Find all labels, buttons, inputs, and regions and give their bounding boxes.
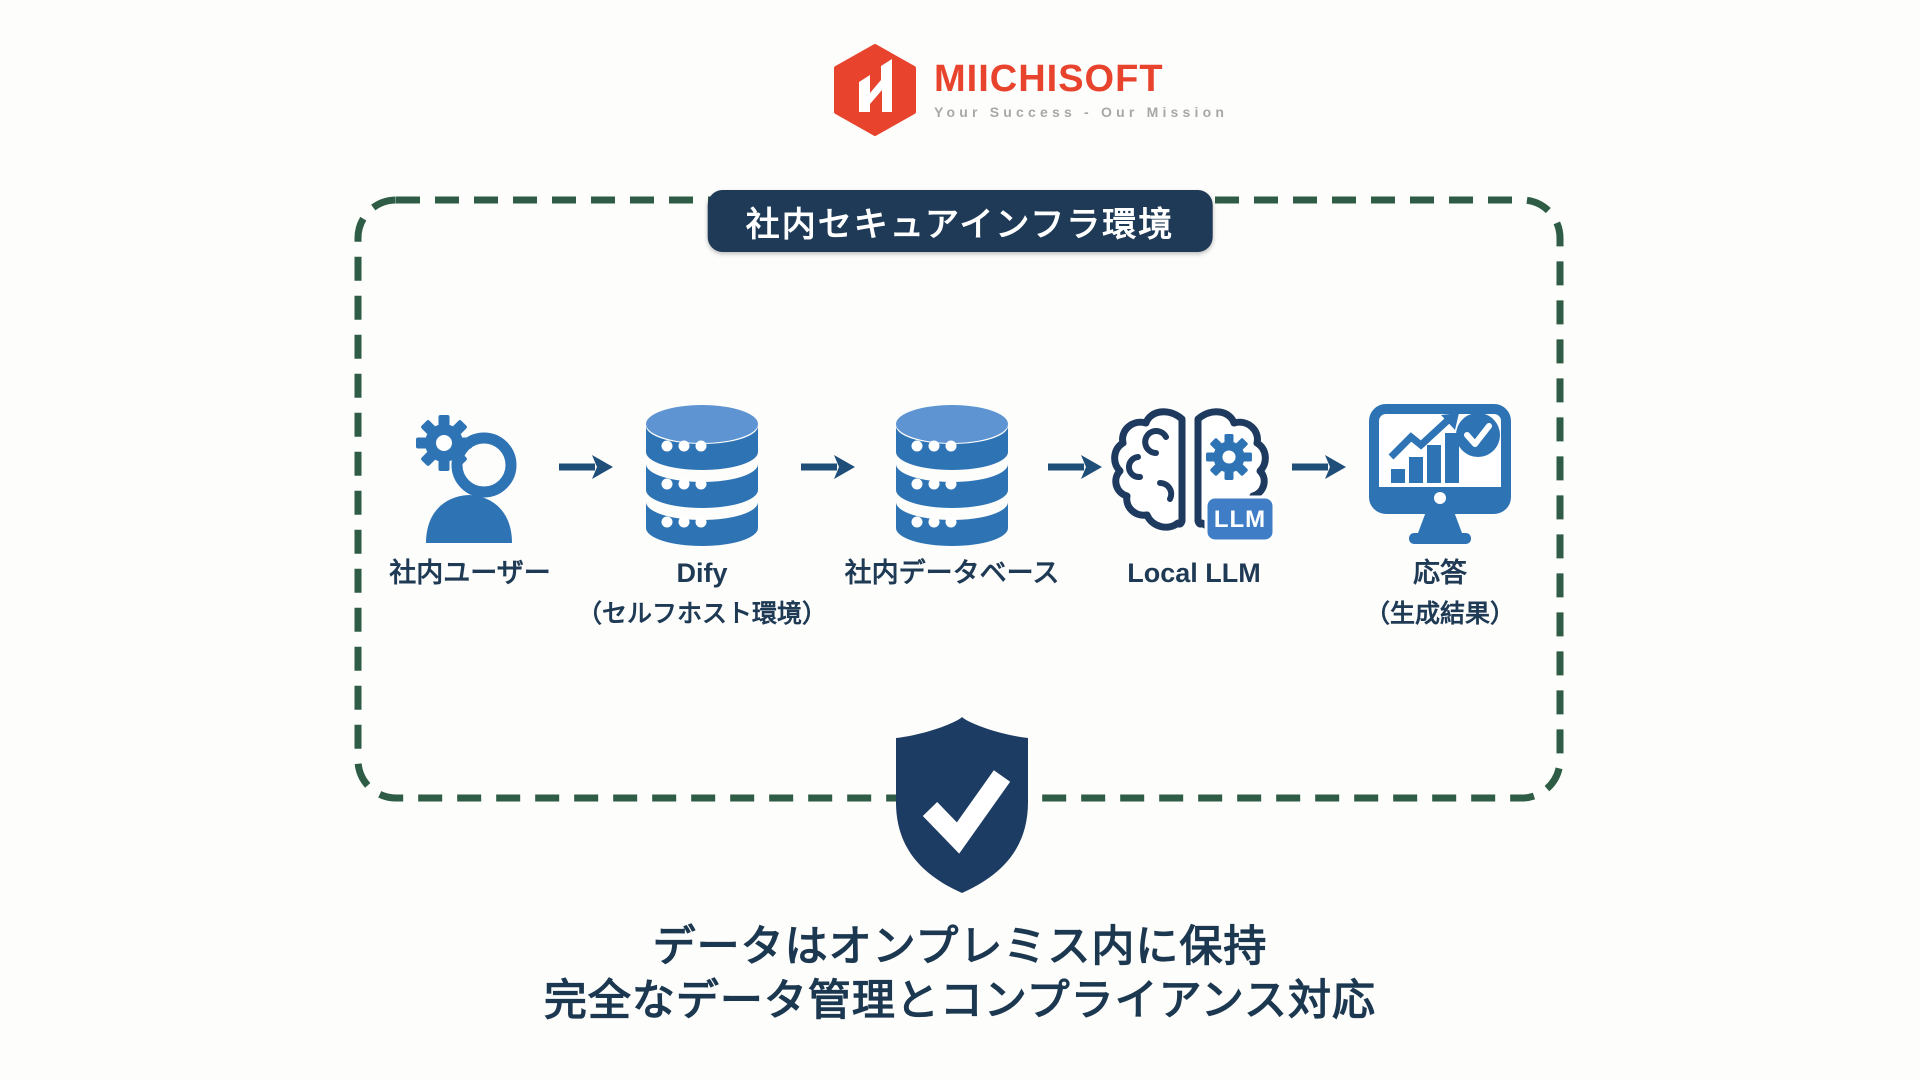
miichisoft-logo: MIICHISOFT Your Success - Our Mission [833, 44, 1228, 136]
footer-line1: データはオンプレミス内に保持 [652, 923, 1268, 971]
flow-arrow-icon [559, 455, 613, 479]
node-label: Dify [676, 558, 728, 588]
shield-check-icon [896, 717, 1028, 893]
flow-node-local-llm: LLM Local LLM [1054, 396, 1334, 589]
node-sublabel: （セルフホスト環境） [576, 600, 827, 629]
flow-node-response: 応答 （生成結果） [1300, 396, 1580, 630]
miichisoft-logo-mark-icon [834, 44, 916, 136]
monitor-check-icon [1365, 396, 1515, 551]
flow-node-user: 社内ユーザー [330, 396, 610, 589]
flow-node-dify: Dify （セルフホスト環境） [562, 396, 842, 630]
node-label: 応答 [1413, 558, 1467, 588]
user-gear-icon [402, 396, 538, 551]
secure-zone-title: 社内セキュアインフラ環境 [707, 190, 1213, 252]
node-label: 社内データベース [844, 558, 1060, 588]
llm-badge-label: LLM [1214, 506, 1266, 533]
database-icon [892, 396, 1012, 551]
flow-arrow-icon [801, 455, 855, 479]
node-sublabel: （生成結果） [1364, 600, 1515, 629]
brain-llm-icon: LLM [1110, 396, 1278, 551]
brand-tagline: Your Success - Our Mission [934, 103, 1229, 120]
flow-arrow-icon [1048, 455, 1102, 479]
database-icon [642, 396, 762, 551]
brand-name: MIICHISOFT [934, 58, 1164, 101]
flow-arrow-icon [1292, 455, 1346, 479]
node-label: 社内ユーザー [389, 558, 551, 588]
flow-node-database: 社内データベース [812, 396, 1092, 589]
footer-statement: データはオンプレミス内に保持 完全なデータ管理とコンプライアンス対応 [0, 920, 1920, 1028]
footer-line2: 完全なデータ管理とコンプライアンス対応 [543, 977, 1377, 1025]
node-label: Local LLM [1127, 558, 1261, 588]
